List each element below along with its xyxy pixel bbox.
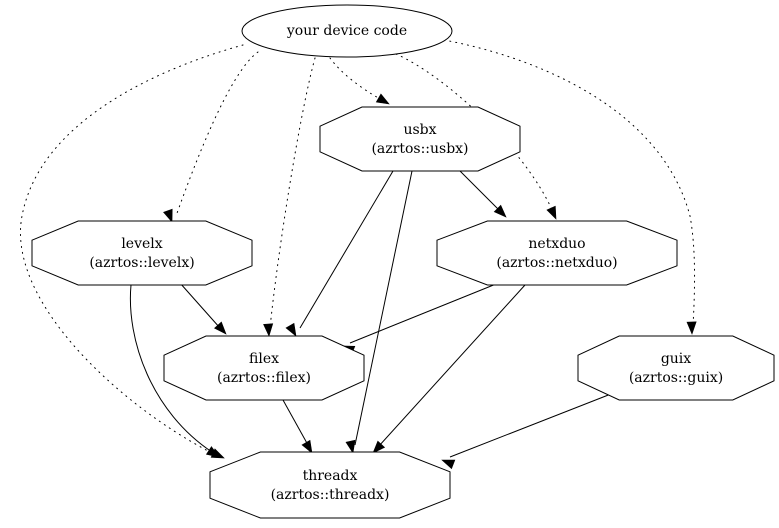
edge-netxduo-to-threadx	[372, 284, 526, 454]
node-label-primary: filex	[249, 351, 279, 367]
edge-filex-to-threadx	[282, 399, 313, 454]
edge-path-solid	[129, 284, 213, 453]
node-label-namespace: (azrtos::filex)	[217, 370, 311, 386]
arrow-head	[546, 205, 557, 220]
edge-device-to-usbx	[329, 57, 390, 105]
edge-device-to-filex	[263, 57, 316, 337]
node-label-namespace: (azrtos::guix)	[629, 370, 723, 386]
node-label-namespace: (azrtos::usbx)	[371, 141, 468, 157]
node-guix[interactable]: guix(azrtos::guix)	[577, 335, 775, 401]
edge-path-dotted	[175, 51, 259, 217]
node-label-primary: levelx	[121, 236, 162, 252]
edge-path-solid	[349, 283, 497, 344]
node-shape-ellipse[interactable]	[241, 4, 453, 58]
edge-path-dotted	[269, 57, 316, 329]
node-label-namespace: (azrtos::netxduo)	[496, 255, 617, 271]
node-label-primary: guix	[661, 351, 691, 367]
edge-usbx-to-threadx	[345, 170, 413, 454]
arrow-head	[301, 439, 313, 454]
edge-path-solid	[377, 284, 526, 448]
arrow-head	[345, 439, 356, 454]
arrow-head	[285, 322, 297, 337]
arrow-head	[214, 321, 227, 335]
node-label-primary: usbx	[403, 122, 436, 138]
edge-path-solid	[179, 282, 221, 329]
edge-device-to-levelx	[163, 51, 259, 223]
node-netxduo[interactable]: netxduo(azrtos::netxduo)	[436, 220, 678, 286]
node-shape-octagon[interactable]	[319, 106, 521, 172]
arrow-head	[686, 321, 697, 335]
arrow-head	[263, 323, 274, 337]
edge-usbx-to-filex	[285, 170, 394, 337]
arrow-head	[205, 446, 220, 458]
node-device[interactable]: your device code	[241, 4, 453, 58]
node-layer: your device codeusbx(azrtos::usbx)levelx…	[31, 4, 775, 519]
node-usbx[interactable]: usbx(azrtos::usbx)	[319, 106, 521, 172]
edge-device-to-guix	[443, 39, 697, 335]
edge-levelx-to-threadx	[129, 284, 220, 458]
node-label-namespace: (azrtos::threadx)	[271, 487, 390, 503]
edge-path-solid	[456, 167, 501, 212]
edge-guix-to-threadx	[441, 391, 617, 470]
node-shape-octagon[interactable]	[577, 335, 775, 401]
node-threadx[interactable]: threadx(azrtos::threadx)	[209, 451, 451, 519]
node-label-namespace: (azrtos::levelx)	[89, 255, 194, 271]
node-label-primary: threadx	[303, 468, 358, 484]
edge-netxduo-to-filex	[341, 283, 497, 356]
node-shape-octagon[interactable]	[163, 335, 365, 401]
edge-levelx-to-filex	[179, 282, 227, 335]
edge-path-solid	[299, 170, 394, 329]
arrow-head	[493, 204, 507, 218]
edge-path-dotted	[329, 57, 383, 101]
edge-path-solid	[282, 399, 309, 446]
node-shape-octagon[interactable]	[31, 220, 253, 286]
arrow-head	[375, 93, 390, 105]
node-label-primary: netxduo	[528, 236, 585, 252]
edge-path-solid	[354, 170, 413, 446]
arrow-head	[372, 440, 386, 454]
node-shape-octagon[interactable]	[436, 220, 678, 286]
arrow-head	[163, 208, 173, 223]
node-filex[interactable]: filex(azrtos::filex)	[163, 335, 365, 401]
arrow-head	[441, 459, 456, 470]
edge-path-solid	[449, 391, 617, 458]
node-shape-octagon[interactable]	[209, 451, 451, 519]
node-label-primary: your device code	[286, 23, 407, 39]
edge-usbx-to-netxduo	[456, 167, 507, 218]
node-levelx[interactable]: levelx(azrtos::levelx)	[31, 220, 253, 286]
